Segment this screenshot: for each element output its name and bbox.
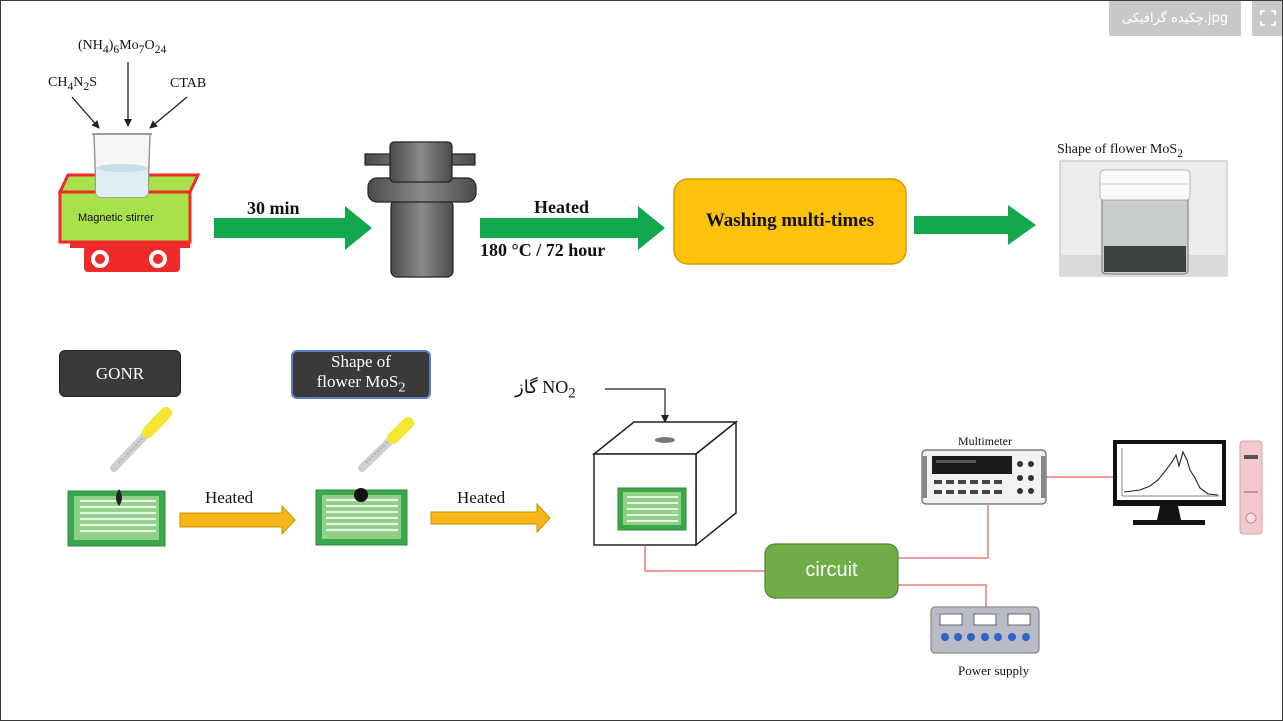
step2-heated-label: Heated (534, 197, 589, 217)
pipette-1 (110, 407, 172, 472)
reagent-ammonium-molybdate: (NH4)6Mo7O24 (78, 38, 167, 56)
stirrer-knob-left (91, 250, 109, 268)
product-title: Shape of flower MoS2 (1057, 142, 1183, 160)
attachment-file-button[interactable]: چکیده گرافیکی.jpg (1109, 0, 1241, 36)
heated-label-1: Heated (205, 488, 254, 507)
multimeter (921, 449, 1047, 505)
green-arrow-washing (914, 205, 1036, 245)
test-chamber (591, 420, 739, 547)
reagent-thiourea: CH4N2S (48, 75, 98, 93)
reagent-ctab: CTAB (170, 76, 207, 91)
green-arrow-heated (480, 206, 665, 250)
circuit-label: circuit (805, 559, 858, 581)
computer-tower (1239, 440, 1263, 535)
gas-label: گاز NO2 (515, 377, 576, 402)
attachment-file-label: چکیده گرافیکی.jpg (1121, 10, 1229, 26)
yellow-arrow-2 (430, 502, 551, 534)
gonr-box: GONR (59, 350, 181, 397)
power-supply-label: Power supply (958, 663, 1030, 678)
green-arrow-30min (214, 206, 372, 250)
gonr-label: GONR (95, 363, 145, 383)
step2-condition-label: 180 °C / 72 hour (480, 240, 606, 260)
expand-button[interactable] (1252, 0, 1283, 36)
electrode-1 (67, 489, 166, 547)
stirrer-label: Magnetic stirrer (78, 212, 154, 224)
autoclave-reactor (364, 141, 477, 278)
beaker (92, 133, 152, 198)
gas-inlet-line (605, 388, 669, 423)
reagent-arrows (71, 62, 188, 129)
power-supply (930, 606, 1040, 654)
circuit-box (764, 543, 899, 599)
stirrer-knob-right (149, 250, 167, 268)
step1-time-label: 30 min (247, 198, 300, 218)
washing-box (673, 178, 907, 265)
heated-label-2: Heated (457, 488, 506, 507)
yellow-arrow-1 (179, 504, 296, 536)
mos2-jar-photo (1059, 160, 1228, 277)
washing-label: Washing multi-times (705, 210, 875, 231)
computer-monitor (1113, 440, 1226, 525)
electrode-2 (315, 488, 408, 546)
pipette-2 (358, 417, 414, 472)
multimeter-label: Multimeter (958, 434, 1012, 448)
wires (644, 476, 1113, 609)
magnetic-stirrer (57, 173, 201, 272)
expand-icon (1259, 10, 1276, 26)
